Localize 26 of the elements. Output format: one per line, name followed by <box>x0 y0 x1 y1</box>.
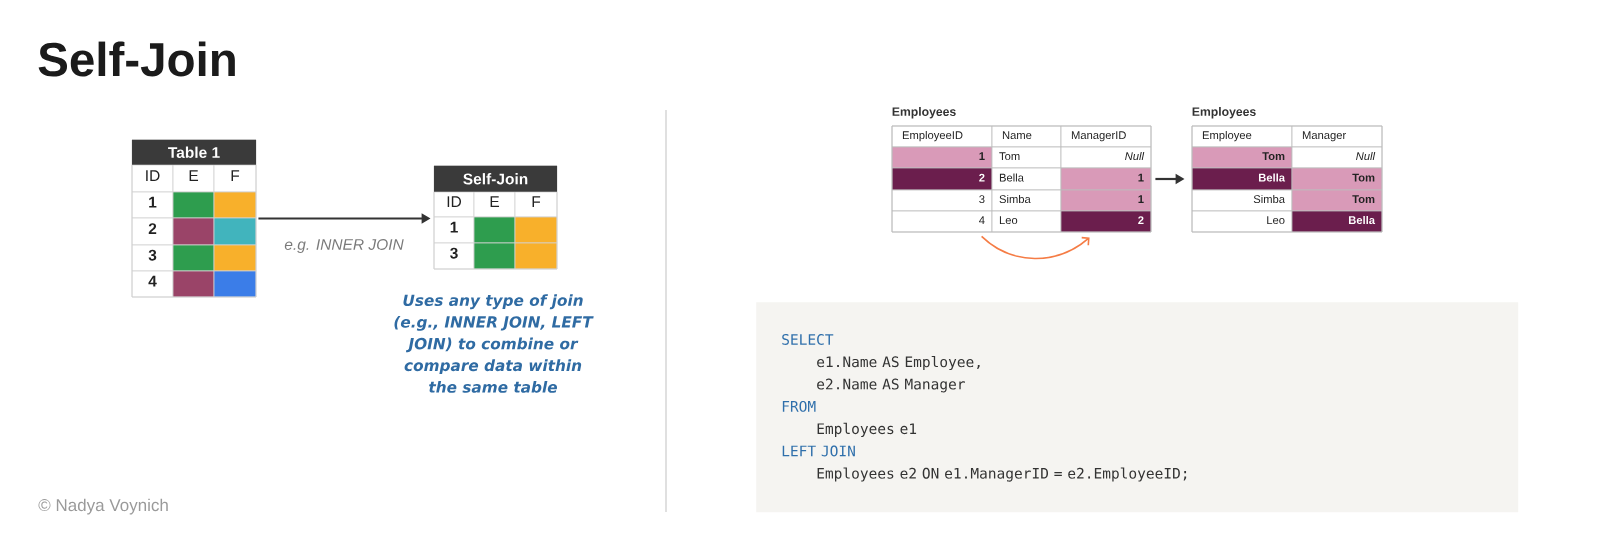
copyright-text: © Nadya Voynich <box>38 498 168 515</box>
edge-label: e.g. INNER JOIN <box>283 238 405 254</box>
table-cell: 2 <box>131 217 174 246</box>
table-cell: 1 <box>433 216 475 244</box>
table-cell: 2 <box>1060 210 1152 233</box>
table-cell: Bella <box>991 167 1062 191</box>
header-cell: F <box>514 191 558 218</box>
table-cell: 1 <box>1060 189 1152 212</box>
table-cell: 3 <box>433 242 475 270</box>
code-block: SELECT e1.Name AS Employee, e2.Name AS Manager FROM Employees e1 LEFT JOIN Employees e2 ON e1.ManagerID = e2.EmployeeID; <box>756 302 1519 513</box>
table-cell: 2 <box>891 167 993 191</box>
table-cell: 1 <box>1060 167 1152 191</box>
table-cell: Tom <box>1291 167 1383 191</box>
table-cell: Bella <box>1291 210 1383 233</box>
table-cell: Tom <box>1291 189 1383 212</box>
table-cell: Bella <box>1191 167 1293 191</box>
title: Self-Join <box>38 41 235 77</box>
node-label: Employees <box>1192 107 1256 119</box>
note-text: Uses any type of join (e.g., INNER JOIN, LEFT JOIN) to combine or compare data within the same table <box>394 294 594 393</box>
header-cell: F <box>213 164 257 193</box>
table-cell: 1 <box>131 191 174 219</box>
node-label: Employees <box>892 107 956 119</box>
curved-arrow <box>980 235 1090 260</box>
table-cell: Null <box>1060 146 1152 169</box>
table-cell: Null <box>1291 146 1383 169</box>
table-cell: 3 <box>131 244 174 272</box>
